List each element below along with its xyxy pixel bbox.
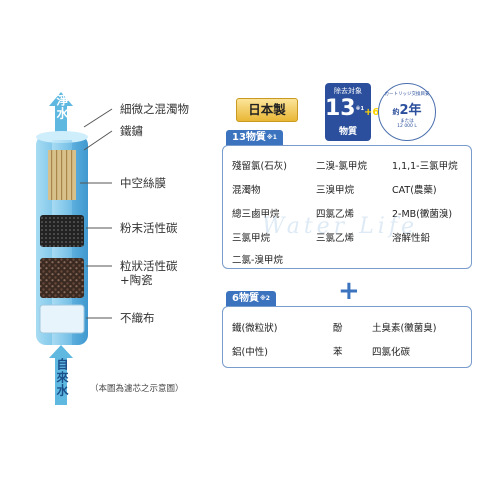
list-item: 二氯-溴甲烷 <box>232 255 283 266</box>
list-item: 苯 <box>333 347 343 358</box>
group6-tab: 6物質※2 <box>226 291 276 307</box>
watermark: Water Life <box>262 214 418 239</box>
layer-label-nonwoven: 不織布 <box>120 311 155 325</box>
list-item: 鋁(中性) <box>232 347 268 358</box>
life-arc-text: カートリッジ交換目安 <box>384 92 430 97</box>
list-item: 土臭素(黴菌臭) <box>372 323 437 334</box>
list-item: 二溴-氯甲烷 <box>316 161 367 172</box>
group13-tab: 13物質※1 <box>226 130 283 146</box>
removal-caption: 除去対象 <box>334 87 362 95</box>
layer-label-hollow-fiber: 中空絲膜 <box>120 176 166 190</box>
layer-label-turbidity: 細微之混濁物 <box>120 102 189 116</box>
hollow-fiber-layer <box>48 150 76 200</box>
removal-count-badge: 除去対象 13※1+6※2 物質 <box>325 83 388 141</box>
list-item: 酚 <box>333 323 343 334</box>
list-item: 殘留氯(石灰) <box>232 161 287 172</box>
outlet-label: 淨水 <box>55 94 69 120</box>
layer-label-powder-carbon: 粉末活性碳 <box>120 221 178 235</box>
illustration-caption: （本圖為濾芯之示意圖） <box>90 384 184 394</box>
plus-sign-icon: + <box>338 276 360 306</box>
list-item: CAT(農藥) <box>392 185 437 196</box>
layer-label-granular-carbon: 粒狀活性碳 +陶瓷 <box>120 259 178 287</box>
powder-carbon-layer <box>40 215 84 247</box>
cartridge-life-badge: カートリッジ交換目安 約2年 または 12 000 L <box>378 83 436 141</box>
nonwoven-layer <box>39 304 85 334</box>
list-item: 溶解性鉛 <box>392 233 431 244</box>
list-item: 混濁物 <box>232 185 261 196</box>
list-item: 2-MB(黴菌溴) <box>392 209 453 220</box>
list-item: 總三鹵甲烷 <box>232 209 280 220</box>
outlet-arrow-icon <box>49 92 73 135</box>
list-item: 四氯化碳 <box>372 347 411 358</box>
life-or: または <box>400 119 414 124</box>
group6-box <box>222 306 472 368</box>
granular-carbon-layer <box>40 258 84 298</box>
life-years: 約2年 <box>392 103 422 118</box>
list-item: 1,1,1-三氯甲烷 <box>392 161 458 172</box>
life-volume: 12 000 L <box>397 124 417 129</box>
group13-box <box>222 145 472 269</box>
inlet-label: 自來水 <box>55 358 69 397</box>
list-item: 三氯乙烯 <box>316 233 355 244</box>
list-item: 鐵(微粒狀) <box>232 323 278 334</box>
list-item: 三氯甲烷 <box>232 233 271 244</box>
removal-unit: 物質 <box>338 127 357 137</box>
made-in-japan-badge: 日本製 <box>236 98 298 122</box>
removal-count: 13※1+6※2 <box>325 96 388 121</box>
layer-leader-lines <box>80 108 113 319</box>
list-item: 三溴甲烷 <box>316 185 355 196</box>
layer-label-rust: 鐵鏽 <box>120 124 143 138</box>
inlet-arrow-icon <box>49 345 73 405</box>
list-item: 四氯乙烯 <box>316 209 355 220</box>
